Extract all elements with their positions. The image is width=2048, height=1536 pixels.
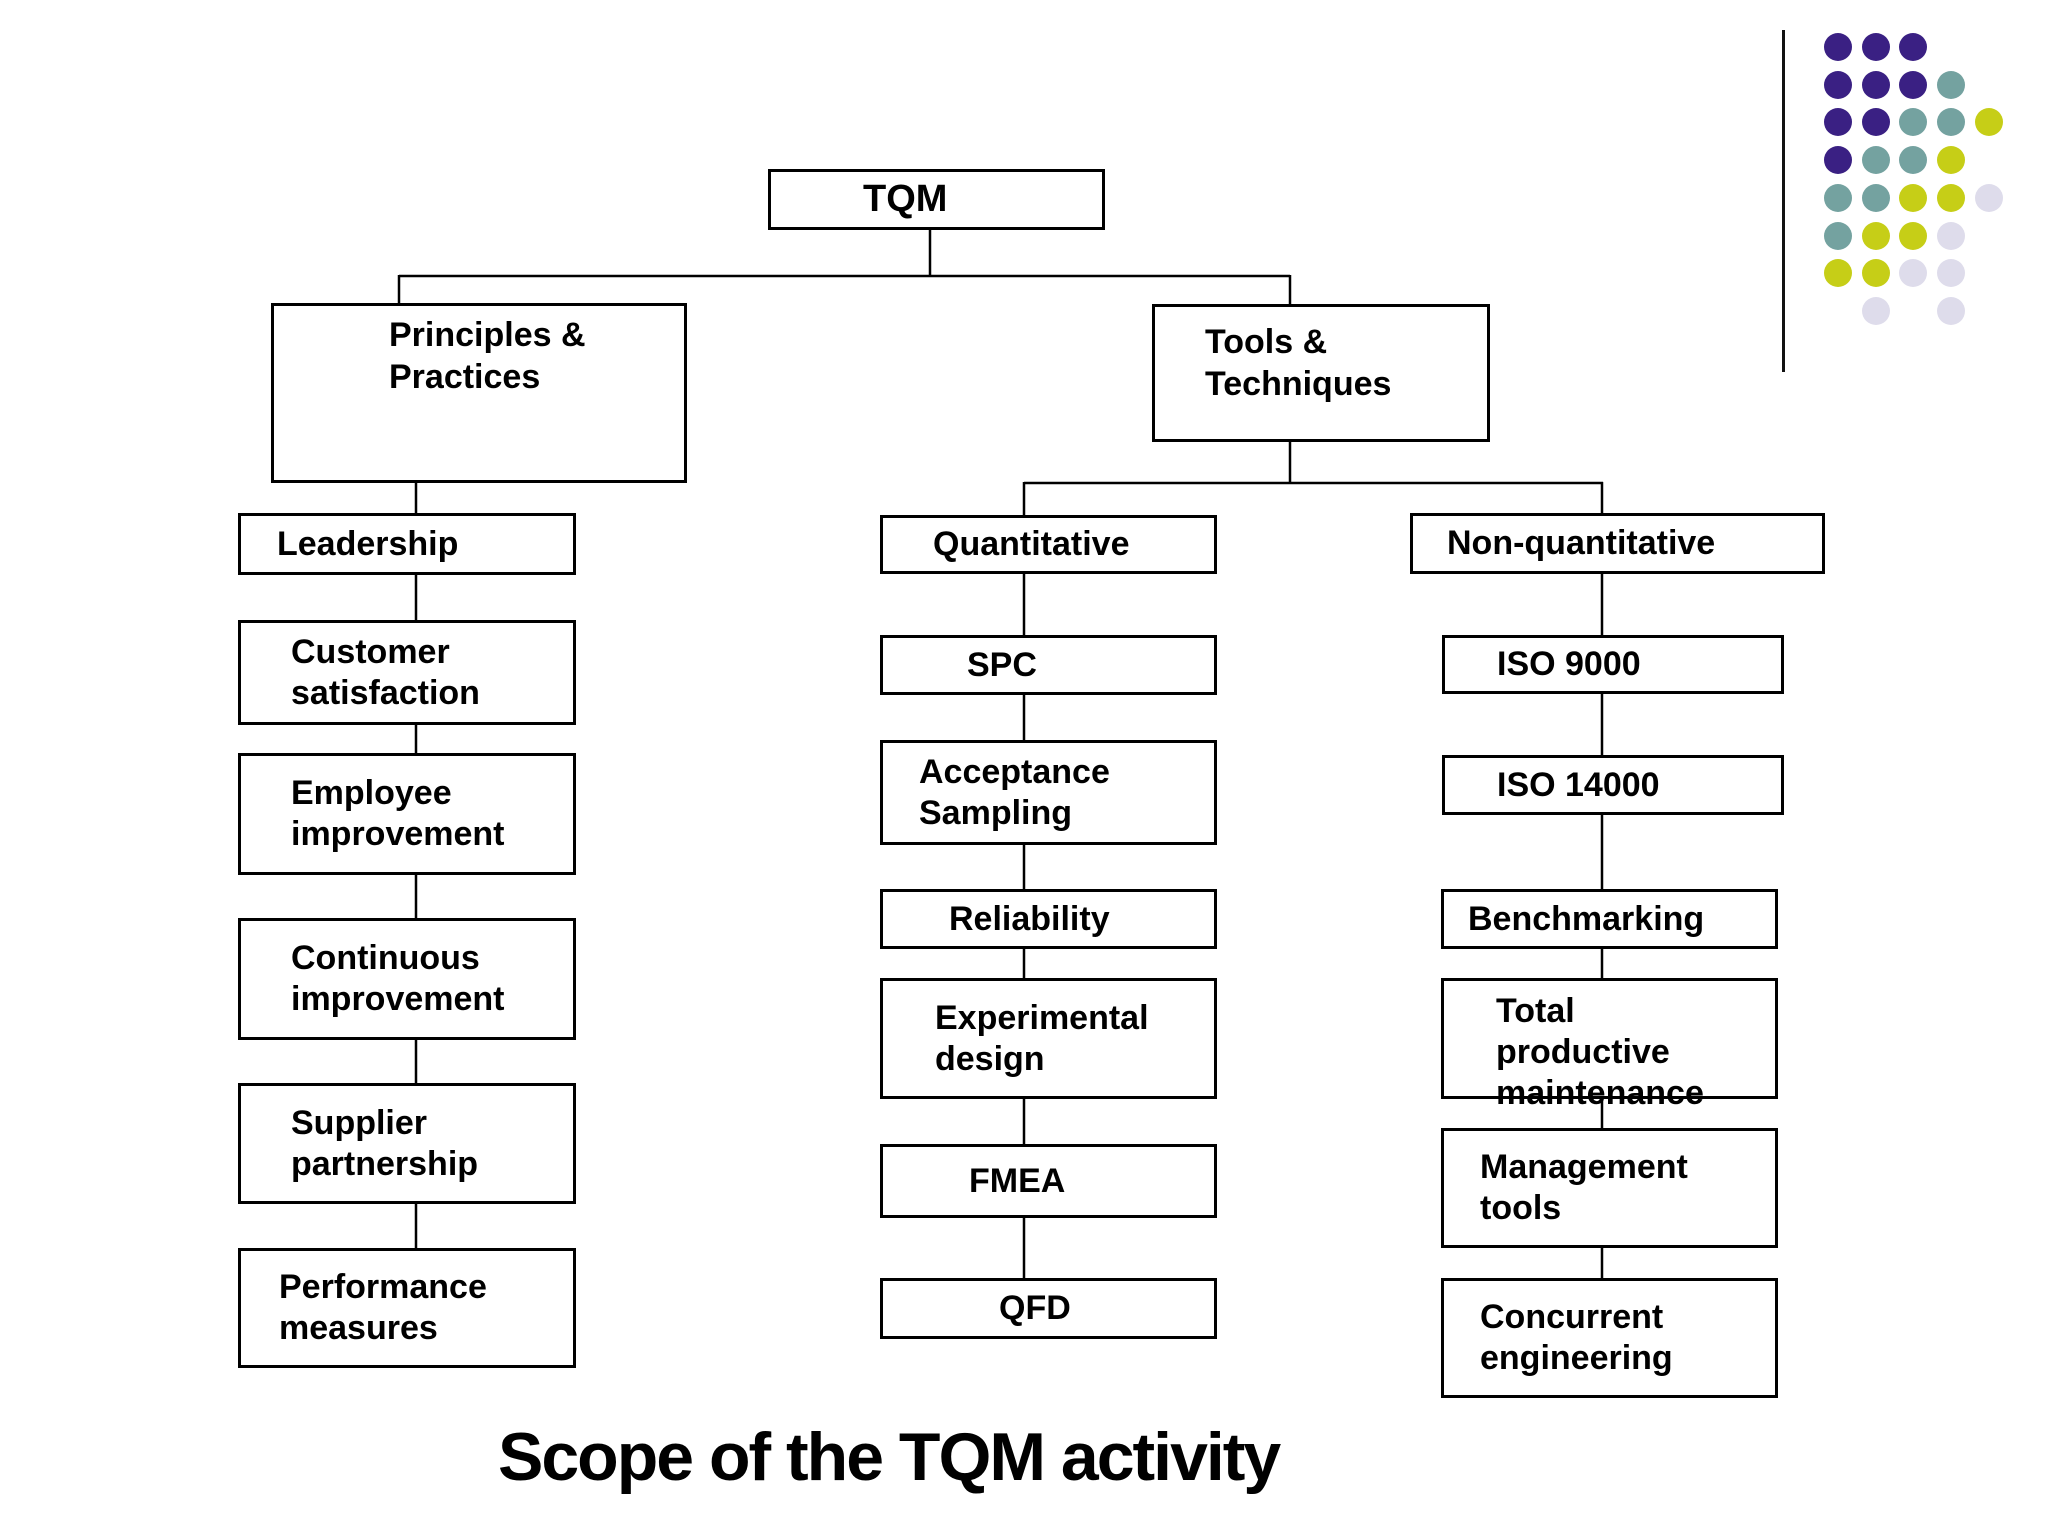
decor-dot — [1937, 259, 1966, 288]
node-leadership: Leadership — [238, 513, 576, 575]
node-acceptance-sampling: Acceptance Sampling — [880, 740, 1217, 845]
dot-grid — [1824, 33, 2024, 353]
decor-dot — [1824, 259, 1852, 288]
decor-dot — [1899, 183, 1928, 212]
decor-dot — [1974, 108, 2003, 137]
decor-dot — [1861, 70, 1890, 99]
slide-title: Scope of the TQM activity — [498, 1419, 1281, 1495]
node-employee-improvement: Employee improvement — [238, 753, 576, 875]
node-management-tools: Management tools — [1441, 1128, 1778, 1248]
node-principles-practices-label: Principles & Practices — [389, 316, 586, 396]
node-reliability-label: Reliability — [949, 899, 1110, 938]
node-quantitative: Quantitative — [880, 515, 1217, 574]
decor-dot — [1937, 70, 1966, 99]
decor-dot — [1899, 259, 1928, 288]
decor-dot — [1937, 146, 1966, 175]
node-tqm: TQM — [768, 169, 1105, 230]
node-iso-14000: ISO 14000 — [1442, 755, 1784, 815]
node-tools-techniques-label: Tools & Techniques — [1205, 323, 1392, 403]
node-customer-satisfaction: Customer satisfaction — [238, 620, 576, 725]
node-concurrent-engineering-label: Concurrent engineering — [1480, 1298, 1673, 1377]
node-principles-practices: Principles & Practices — [271, 303, 687, 483]
node-qfd-label: QFD — [999, 1289, 1071, 1327]
decor-dot — [1861, 259, 1890, 288]
decoration-vertical-rule — [1782, 30, 1785, 372]
decor-dot — [1824, 183, 1852, 212]
decor-dot — [1861, 296, 1890, 325]
node-tools-techniques: Tools & Techniques — [1152, 304, 1490, 442]
node-total-productive-maintenance: Total productive maintenance — [1441, 978, 1778, 1112]
decor-dot — [1937, 183, 1966, 212]
decor-dot — [1861, 33, 1890, 61]
decor-dot — [1861, 221, 1890, 250]
node-supplier-partnership: Supplier partnership — [238, 1083, 576, 1204]
node-supplier-partnership-label: Supplier partnership — [291, 1103, 479, 1183]
node-leadership-label: Leadership — [277, 524, 459, 563]
node-benchmarking-label: Benchmarking — [1468, 899, 1705, 938]
node-qfd: QFD — [880, 1278, 1217, 1339]
node-customer-satisfaction-label: Customer satisfaction — [291, 632, 480, 712]
decor-dot — [1974, 183, 2003, 212]
node-fmea: FMEA — [880, 1144, 1217, 1218]
node-employee-improvement-label: Employee improvement — [291, 774, 505, 853]
node-non-quantitative-label: Non-quantitative — [1447, 524, 1716, 562]
node-benchmarking: Benchmarking — [1441, 889, 1778, 949]
decor-dot — [1824, 33, 1852, 61]
decor-dot — [1937, 296, 1966, 325]
node-non-quantitative: Non-quantitative — [1410, 513, 1825, 574]
decor-dot — [1861, 146, 1890, 175]
decor-dot — [1899, 146, 1928, 175]
node-tqm-label: TQM — [863, 178, 948, 220]
decor-dot — [1937, 108, 1966, 137]
node-iso-9000-label: ISO 9000 — [1497, 645, 1641, 683]
decor-dot — [1824, 108, 1852, 137]
node-spc-label: SPC — [967, 645, 1037, 684]
tpm-box-bottom-border — [1441, 1096, 1778, 1099]
decor-dot — [1899, 108, 1928, 137]
decor-dot — [1861, 183, 1890, 212]
node-management-tools-label: Management tools — [1480, 1148, 1688, 1227]
node-fmea-label: FMEA — [969, 1161, 1066, 1200]
node-acceptance-sampling-label: Acceptance Sampling — [919, 752, 1110, 832]
decor-dot — [1899, 221, 1928, 250]
node-quantitative-label: Quantitative — [933, 525, 1130, 563]
decor-dot — [1899, 33, 1928, 61]
node-experimental-design: Experimental design — [880, 978, 1217, 1099]
node-performance-measures-label: Performance measures — [279, 1268, 487, 1347]
node-concurrent-engineering: Concurrent engineering — [1441, 1278, 1778, 1398]
node-spc: SPC — [880, 635, 1217, 695]
node-performance-measures: Performance measures — [238, 1248, 576, 1368]
decor-dot — [1824, 70, 1852, 99]
node-iso-9000: ISO 9000 — [1442, 635, 1784, 694]
node-experimental-design-label: Experimental design — [935, 998, 1149, 1078]
node-continuous-improvement: Continuous improvement — [238, 918, 576, 1040]
decor-dot — [1899, 70, 1928, 99]
decor-dot — [1861, 108, 1890, 137]
node-iso-14000-label: ISO 14000 — [1497, 765, 1660, 804]
decor-dot — [1937, 221, 1966, 250]
decor-dot — [1824, 221, 1852, 250]
node-continuous-improvement-label: Continuous improvement — [291, 939, 505, 1018]
node-total-productive-maintenance-label: Total productive maintenance — [1496, 992, 1704, 1112]
node-reliability: Reliability — [880, 889, 1217, 949]
decor-dot — [1824, 146, 1852, 175]
